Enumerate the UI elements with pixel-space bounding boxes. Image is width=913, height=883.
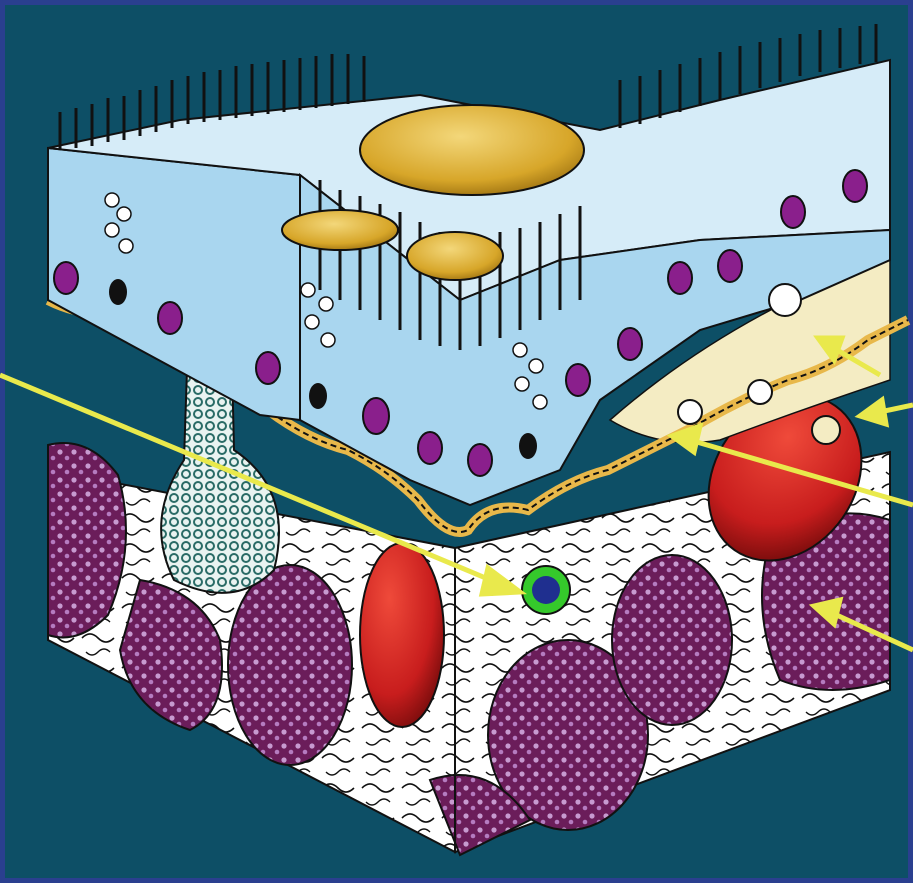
highlighted-cell-icon xyxy=(522,566,570,614)
